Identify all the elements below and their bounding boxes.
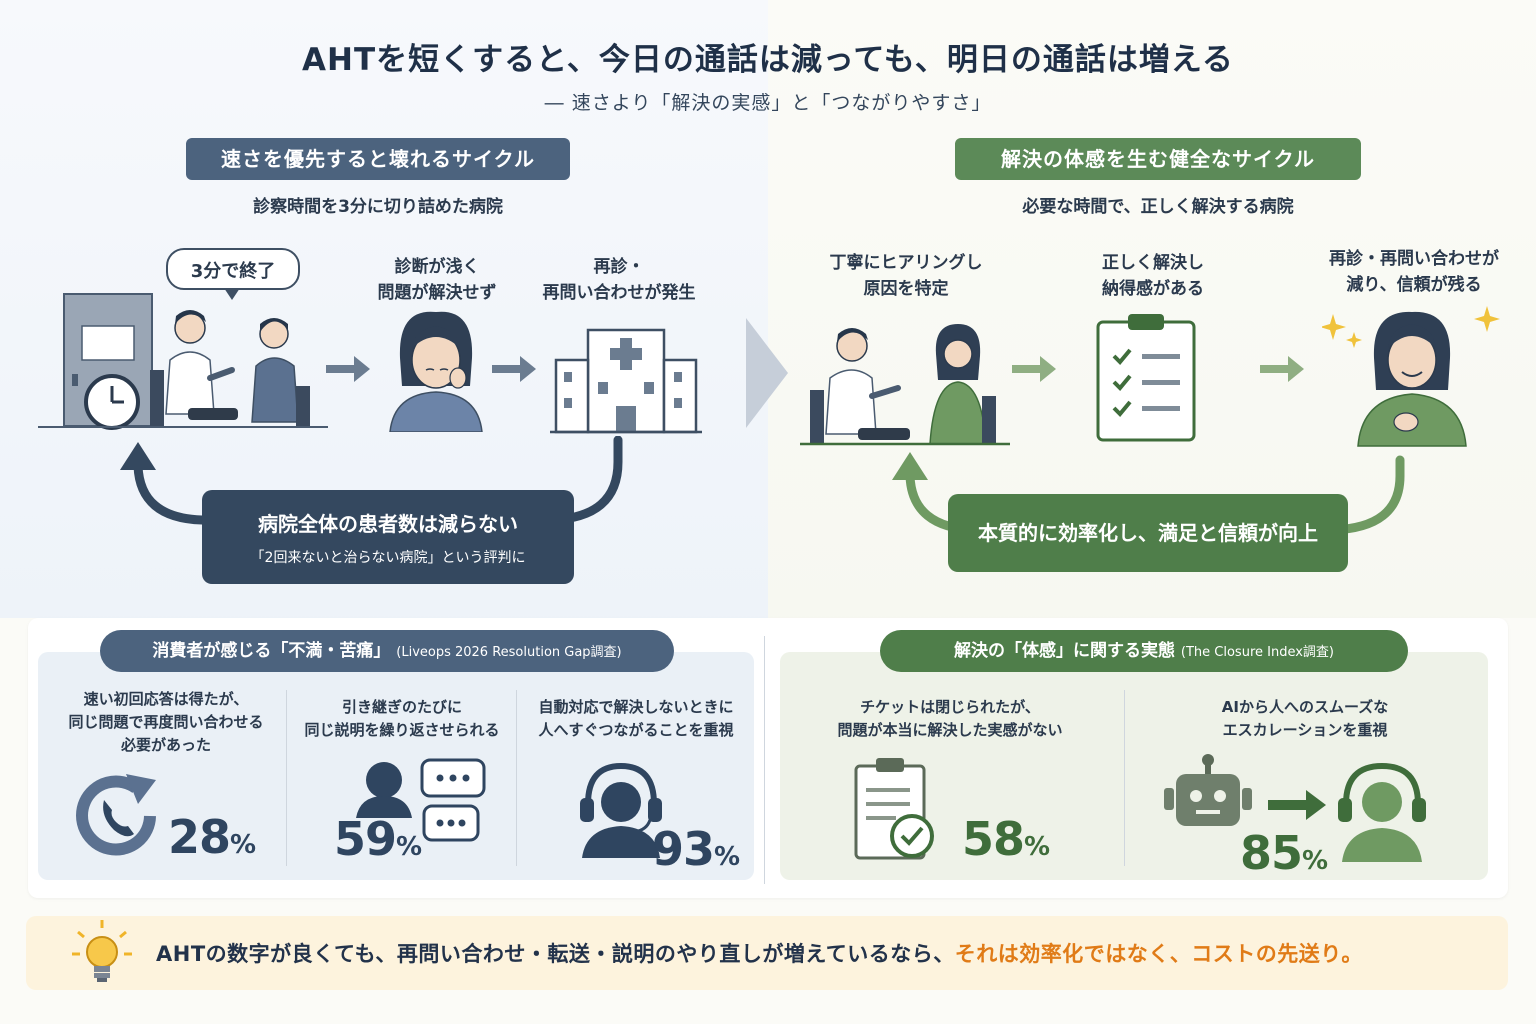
- right-result-banner: 本質的に効率化し、満足と信頼が向上: [948, 494, 1348, 572]
- page-title: AHTを短くすると、今日の通話は減っても、明日の通話は増える: [302, 42, 1234, 78]
- stat-divider: [516, 690, 517, 866]
- stat-28-caption: 速い初回応答は得たが、 同じ問題で再度問い合わせる 必要があった: [48, 688, 284, 757]
- stat-85-unit: %: [1302, 846, 1329, 876]
- left-step3-caption: 再診・ 再問い合わせが発生: [522, 254, 716, 306]
- stat-59-caption: 引き継ぎのたびに 同じ説明を繰り返させられる: [290, 696, 514, 742]
- repeated-explanation-icon: [356, 758, 486, 842]
- left-banner-sub: 「2回来ないと治らない病院」という評判に: [250, 550, 526, 566]
- hospital-building-icon: [550, 328, 702, 434]
- stat-58-value: 58%: [962, 812, 1050, 866]
- clipboard-checklist-icon: [1096, 314, 1196, 442]
- left-step3-line1: 再診・: [593, 257, 645, 277]
- stat-59-unit: %: [396, 832, 423, 862]
- left-step2-line1: 診断が浅く: [394, 257, 480, 277]
- stat-93-line1: 自動対応で解決しないときに: [538, 698, 734, 716]
- right-step2-line2: 納得感がある: [1102, 279, 1204, 299]
- arrow-right-icon: [1260, 356, 1304, 382]
- stat-85-number: 85: [1240, 826, 1303, 880]
- consumer-stats-title: 消費者が感じる「不満・苦痛」: [152, 641, 391, 661]
- left-result-banner: 病院全体の患者数は減らない 「2回来ないと治らない病院」という評判に: [202, 490, 574, 584]
- stat-93-caption: 自動対応で解決しないときに 人へすぐつながることを重視: [520, 696, 752, 742]
- right-step1-line2: 原因を特定: [863, 279, 949, 299]
- footer-highlight: それは効率化ではなく、コストの先送り。: [954, 942, 1363, 966]
- lightbulb-icon: [72, 920, 132, 982]
- footer-text: AHTの数字が良くても、再問い合わせ・転送・説明のやり直しが増えているなら、: [156, 942, 955, 966]
- section-divider: [764, 636, 765, 884]
- clinic-consultation-illustration: [38, 293, 328, 430]
- left-step3-line2: 再問い合わせが発生: [542, 283, 696, 303]
- stat-93-number: 93: [652, 822, 715, 876]
- left-step2-caption: 診断が浅く 問題が解決せず: [342, 254, 532, 306]
- stat-58-line2: 問題が本当に解決した実感がない: [837, 721, 1063, 739]
- closure-stats-title: 解決の「体感」に関する実態: [953, 641, 1175, 661]
- right-step1-line1: 丁寧にヒアリングし: [829, 253, 983, 273]
- right-step2-caption: 正しく解決し 納得感がある: [1058, 250, 1248, 302]
- stat-58-number: 58: [962, 812, 1025, 866]
- stat-59-line2: 同じ説明を繰り返させられる: [304, 721, 500, 739]
- arrow-right-icon: [1012, 356, 1056, 382]
- stat-59-value: 59%: [334, 812, 422, 866]
- stat-59-line1: 引き継ぎのたびに: [341, 698, 462, 716]
- stat-93-value: 93%: [652, 822, 740, 876]
- phone-redial-icon: [76, 774, 156, 856]
- stat-58-unit: %: [1024, 832, 1051, 862]
- right-cycle-caption: 必要な時間で、正しく解決する病院: [1022, 197, 1294, 217]
- stat-28-line1: 速い初回応答は得たが、: [83, 690, 249, 708]
- stat-divider: [1124, 690, 1125, 866]
- speech-text: 3分で終了: [190, 261, 276, 282]
- stat-28-unit: %: [230, 830, 257, 860]
- right-step2-line1: 正しく解決し: [1102, 253, 1204, 273]
- stat-28-line3: 必要があった: [120, 736, 211, 754]
- stat-85-line1: AIから人へのスムーズな: [1221, 698, 1389, 716]
- right-step1-caption: 丁寧にヒアリングし 原因を特定: [806, 250, 1006, 302]
- stat-85-line2: エスカレーションを重視: [1222, 721, 1388, 739]
- ai-to-human-escalation-icon: [1164, 754, 1426, 862]
- stat-58-line1: チケットは閉じられたが、: [860, 698, 1040, 716]
- stat-28-value: 28%: [168, 810, 256, 864]
- careful-consultation-illustration: [800, 324, 1010, 446]
- left-cycle-caption: 診察時間を3分に切り詰めた病院: [253, 197, 503, 217]
- stat-58-caption: チケットは閉じられたが、 問題が本当に解決した実感がない: [800, 696, 1100, 742]
- stat-divider: [286, 690, 287, 866]
- left-step2-line2: 問題が解決せず: [377, 283, 497, 303]
- headset-operator-icon: [580, 762, 662, 858]
- right-step3-caption: 再診・再問い合わせが 減り、信頼が残る: [1300, 246, 1528, 298]
- arrow-right-icon: [492, 356, 536, 382]
- arrow-right-icon: [326, 356, 370, 382]
- closure-stats-source: (The Closure Index調査): [1180, 645, 1334, 660]
- consumer-stats-source: (Liveops 2026 Resolution Gap調査): [396, 645, 622, 660]
- stat-93-unit: %: [714, 842, 741, 872]
- closure-stats-heading: 解決の「体感」に関する実態 (The Closure Index調査): [880, 630, 1408, 672]
- stat-85-caption: AIから人へのスムーズな エスカレーションを重視: [1140, 696, 1470, 742]
- stat-28-line2: 同じ問題で再度問い合わせる: [68, 713, 264, 731]
- left-banner-main: 病院全体の患者数は減らない: [258, 512, 518, 536]
- chevron-right-icon: [746, 318, 788, 428]
- footer-message: AHTの数字が良くても、再問い合わせ・転送・説明のやり直しが増えているなら、それ…: [156, 938, 1363, 968]
- stat-93-line2: 人へすぐつながることを重視: [538, 721, 734, 739]
- left-cycle-heading: 速さを優先すると壊れるサイクル: [186, 138, 570, 180]
- right-cycle-heading: 解決の体感を生む健全なサイクル: [955, 138, 1361, 180]
- speech-bubble-tail: [224, 288, 240, 300]
- consumer-stats-heading: 消費者が感じる「不満・苦痛」 (Liveops 2026 Resolution …: [100, 630, 674, 672]
- page-subtitle: ― 速さより「解決の実感」と「つながりやすさ」: [544, 92, 992, 114]
- closed-ticket-clipboard-icon: [854, 758, 934, 860]
- satisfied-person-illustration: [1322, 306, 1500, 447]
- footer-callout: [26, 916, 1508, 990]
- worried-person-illustration: [389, 311, 483, 432]
- right-step3-line1: 再診・再問い合わせが: [1329, 249, 1499, 269]
- stat-28-number: 28: [168, 810, 231, 864]
- stat-85-value: 85%: [1240, 826, 1328, 880]
- right-step3-line2: 減り、信頼が残る: [1346, 275, 1482, 295]
- stat-59-number: 59: [334, 812, 397, 866]
